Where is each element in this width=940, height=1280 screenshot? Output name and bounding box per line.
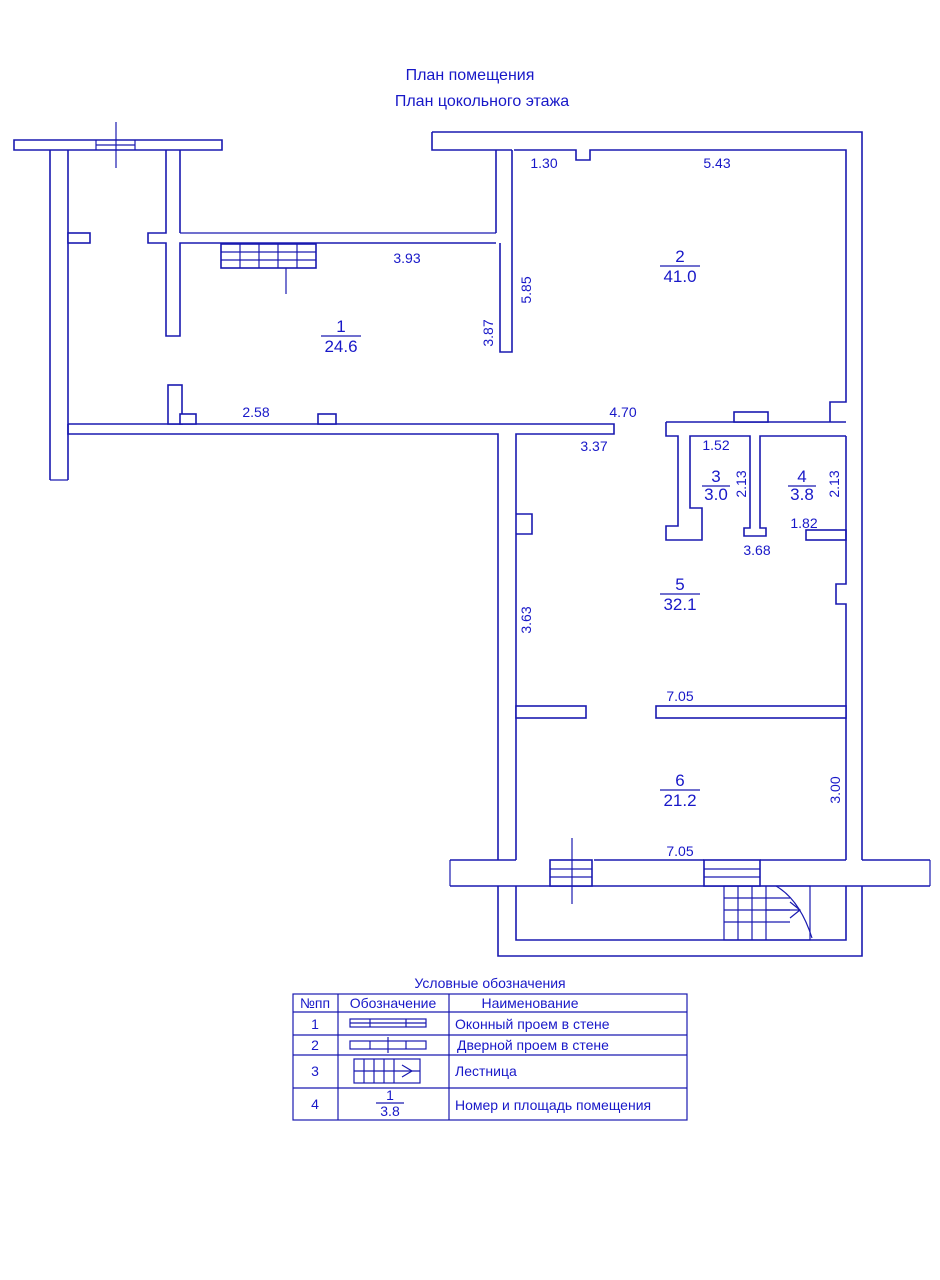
legend-table bbox=[292, 993, 688, 1121]
pit bbox=[497, 886, 863, 957]
partition-room5-room6-left bbox=[515, 705, 587, 719]
stairs-pit bbox=[723, 885, 813, 941]
room-5-label: 5 32.1 bbox=[660, 575, 700, 614]
wall-room1-left bbox=[147, 150, 496, 337]
legend-row3-name: Лестница bbox=[455, 1063, 517, 1079]
room-5-number: 5 bbox=[675, 575, 684, 594]
room-1-area: 24.6 bbox=[324, 337, 357, 356]
dim-3-87: 3.87 bbox=[480, 319, 496, 346]
dim-2-13-b: 2.13 bbox=[826, 470, 842, 497]
legend-row4-num: 4 bbox=[311, 1096, 319, 1112]
dim-2-58: 2.58 bbox=[242, 404, 269, 420]
plan-subtitle: План цокольного этажа bbox=[395, 93, 569, 110]
stairs-bottom-right bbox=[703, 859, 761, 887]
wall-room1-bottom bbox=[67, 423, 615, 860]
window-opening-icon bbox=[349, 1018, 427, 1028]
dim-4-70: 4.70 bbox=[609, 404, 636, 420]
partition-room5-room6-right bbox=[655, 705, 847, 719]
dim-5-43: 5.43 bbox=[703, 155, 730, 171]
walls bbox=[13, 122, 931, 957]
wall-right-inner bbox=[835, 436, 847, 860]
legend-sample-number: 1 bbox=[386, 1087, 394, 1103]
wall-left-outer bbox=[49, 150, 69, 480]
dim-2-13-a: 2.13 bbox=[733, 470, 749, 497]
stairs-room1 bbox=[220, 243, 317, 269]
room-4-label: 4 3.8 bbox=[788, 467, 816, 504]
legend-row1-num: 1 bbox=[311, 1016, 319, 1032]
room-2-label: 2 41.0 bbox=[660, 247, 700, 286]
dim-3-00: 3.00 bbox=[827, 776, 843, 803]
legend-row1-name: Оконный проем в стене bbox=[455, 1016, 610, 1032]
stairs-bottom-left bbox=[549, 859, 593, 887]
legend: Условные обозначения №пп Обозначение Наи… bbox=[292, 975, 688, 1121]
dim-1-30: 1.30 bbox=[530, 155, 557, 171]
wall-top-right bbox=[431, 131, 863, 860]
wall-room1-room2 bbox=[495, 150, 513, 353]
dim-1-52: 1.52 bbox=[702, 437, 729, 453]
dim-1-82: 1.82 bbox=[790, 515, 817, 531]
legend-row3-num: 3 bbox=[311, 1063, 319, 1079]
legend-header-name: Наименование bbox=[481, 995, 578, 1011]
legend-header-symbol: Обозначение bbox=[350, 995, 437, 1011]
dim-3-37: 3.37 bbox=[580, 438, 607, 454]
door-opening-icon bbox=[349, 1037, 427, 1053]
dimensions: 1.30 5.43 3.93 5.85 3.87 2.58 4.70 3.37 … bbox=[242, 155, 843, 859]
wall-bottom bbox=[450, 859, 930, 887]
room-3-area: 3.0 bbox=[704, 485, 728, 504]
legend-row2-name: Дверной проем в стене bbox=[457, 1037, 609, 1053]
wall-top-left bbox=[13, 139, 223, 151]
room-1-label: 1 24.6 bbox=[321, 317, 361, 356]
room-6-number: 6 bbox=[675, 771, 684, 790]
legend-header-num: №пп bbox=[300, 995, 330, 1011]
dim-3-93: 3.93 bbox=[393, 250, 420, 266]
room-2-number: 2 bbox=[675, 247, 684, 266]
wall-room5-left bbox=[516, 513, 533, 535]
stairs-icon bbox=[353, 1058, 421, 1084]
room-6-area: 21.2 bbox=[663, 791, 696, 810]
dim-7-05-b: 7.05 bbox=[666, 843, 693, 859]
room-4-number: 4 bbox=[797, 467, 806, 486]
legend-row2-num: 2 bbox=[311, 1037, 319, 1053]
room-2-area: 41.0 bbox=[663, 267, 696, 286]
plan-title: План помещения bbox=[406, 67, 535, 84]
room-label-icon: 1 3.8 bbox=[376, 1087, 404, 1119]
room-3-number: 3 bbox=[711, 467, 720, 486]
room-1-number: 1 bbox=[336, 317, 345, 336]
room-4-area: 3.8 bbox=[790, 485, 814, 504]
legend-title: Условные обозначения bbox=[414, 975, 565, 991]
room-labels: 1 24.6 2 41.0 3 3.0 4 3.8 5 32.1 6 21.2 bbox=[321, 247, 816, 810]
legend-sample-area: 3.8 bbox=[380, 1103, 400, 1119]
dim-7-05-a: 7.05 bbox=[666, 688, 693, 704]
dim-3-63: 3.63 bbox=[518, 606, 534, 633]
room-5-area: 32.1 bbox=[663, 595, 696, 614]
dim-5-85: 5.85 bbox=[518, 276, 534, 303]
room-3-label: 3 3.0 bbox=[702, 467, 730, 504]
wall-rooms-3-4 bbox=[665, 421, 846, 541]
dim-3-68: 3.68 bbox=[743, 542, 770, 558]
room-6-label: 6 21.2 bbox=[660, 771, 700, 810]
legend-row4-name: Номер и площадь помещения bbox=[455, 1097, 651, 1113]
